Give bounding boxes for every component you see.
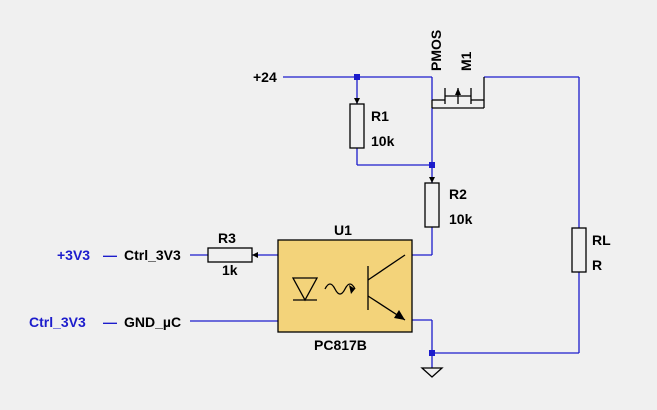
junction-supply (354, 74, 360, 80)
mosfet-type-label: PMOS (428, 30, 444, 71)
optocoupler-body (277, 239, 413, 333)
net-name-top: +3V3 (57, 247, 90, 263)
resistor-r1 (349, 103, 365, 149)
net-label-bottom: GND_µC (124, 314, 181, 330)
r1-ref-label: R1 (371, 108, 389, 124)
r2-value-label: 10k (449, 211, 473, 227)
rl-ref-label: RL (592, 232, 611, 248)
resistor-r2 (424, 182, 440, 228)
junction-gate (429, 162, 435, 168)
net-label-top: Ctrl_3V3 (124, 247, 181, 263)
optocoupler-ref-label: U1 (334, 222, 352, 238)
optocoupler-u1 (277, 239, 413, 333)
mosfet-ref-label: M1 (458, 51, 474, 71)
emitter-arrow-icon (394, 310, 405, 320)
mosfet-arrow-icon (455, 88, 461, 95)
optocoupler-part-label: PC817B (314, 337, 367, 353)
led-icon (291, 277, 319, 302)
transistor-collector (367, 254, 406, 281)
r1-value-label: 10k (371, 133, 395, 149)
supply-label: +24 (253, 69, 277, 85)
net-dash-bottom: — (103, 314, 117, 330)
rl-value-label: R (592, 257, 602, 273)
r1-pin-icon (354, 98, 360, 104)
r3-value-label: 1k (222, 262, 238, 278)
pmos-m1 (431, 77, 485, 109)
net-dash-top: — (103, 247, 117, 263)
ground-icon (420, 367, 444, 378)
r2-ref-label: R2 (449, 186, 467, 202)
resistor-r3 (207, 247, 253, 263)
light-arrow-icon (349, 285, 355, 294)
light-wave-icon (324, 283, 356, 295)
resistor-rl (571, 227, 587, 273)
r3-ref-label: R3 (218, 230, 236, 246)
net-name-bottom: Ctrl_3V3 (29, 314, 86, 330)
r2-pin-icon (429, 177, 435, 183)
r3-pin-icon (252, 252, 258, 258)
junction-ground (429, 350, 435, 356)
